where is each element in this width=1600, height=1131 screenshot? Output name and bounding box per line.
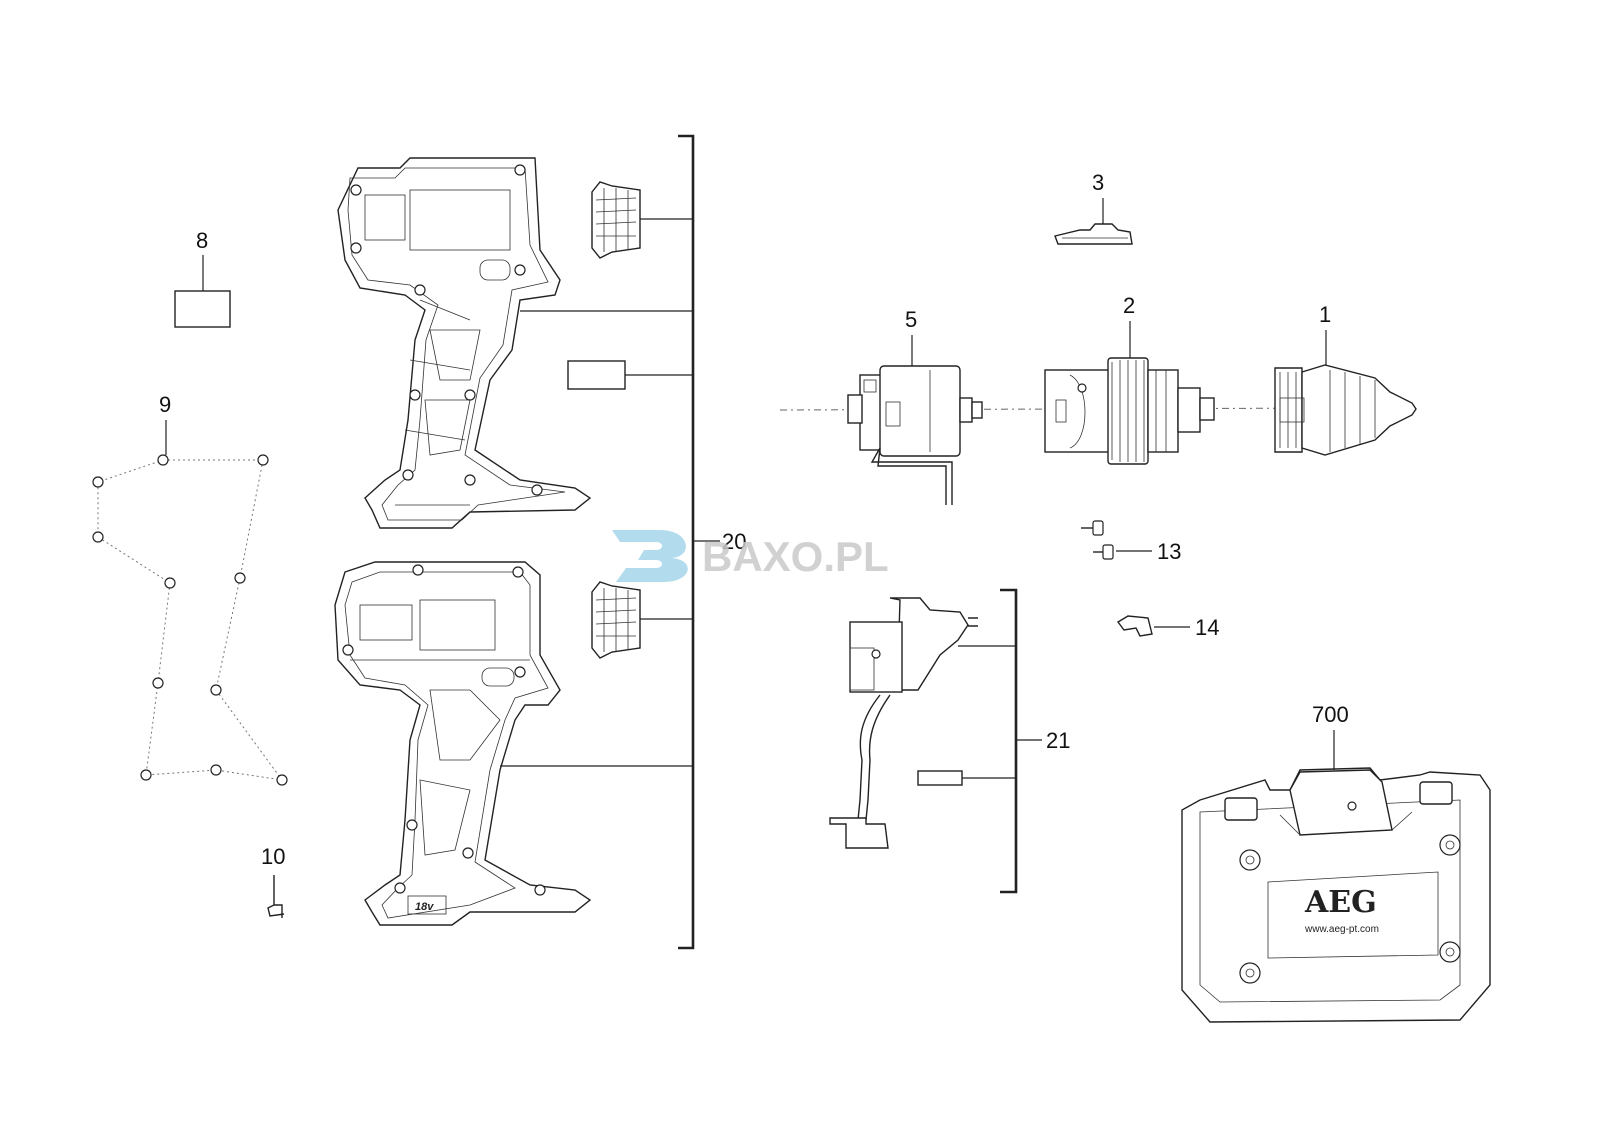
part-2-gearbox xyxy=(1044,321,1215,465)
callout-20: 20 xyxy=(722,529,746,554)
part-21-switch xyxy=(829,588,1042,894)
callout-10: 10 xyxy=(261,844,285,869)
vent-grille-upper xyxy=(591,181,641,259)
callout-21: 21 xyxy=(1046,728,1070,753)
part-3-slider xyxy=(1054,198,1133,245)
part-14-clip xyxy=(1116,615,1190,637)
callout-13: 13 xyxy=(1157,539,1181,564)
watermark-text: BAXO.PL xyxy=(702,533,889,580)
part-13-screws xyxy=(1081,520,1152,560)
callout-2: 2 xyxy=(1123,293,1135,318)
callout-3: 3 xyxy=(1092,170,1104,195)
part-700-carry-case: AEG www.aeg-pt.com xyxy=(1181,730,1491,1023)
housing-half-upper xyxy=(337,157,592,529)
watermark: BAXO.PL xyxy=(612,530,889,582)
housing-label xyxy=(567,360,626,390)
callout-1: 1 xyxy=(1319,302,1331,327)
bracket-20 xyxy=(500,134,720,950)
case-brand-logo: AEG xyxy=(1304,885,1377,920)
callout-8: 8 xyxy=(196,228,208,253)
callout-14: 14 xyxy=(1195,615,1219,640)
part-5-motor xyxy=(847,335,983,505)
housing-half-lower: 18v xyxy=(334,561,592,926)
housing-voltage-badge: 18v xyxy=(415,901,434,913)
case-brand-url: www.aeg-pt.com xyxy=(1304,924,1379,935)
part-10-clip xyxy=(267,875,285,918)
part-8-label xyxy=(174,255,231,328)
part-9-screw-set xyxy=(92,420,288,786)
callout-700: 700 xyxy=(1312,702,1349,727)
vent-grille-lower xyxy=(591,581,641,659)
watermark-logo-icon xyxy=(612,530,688,582)
callout-5: 5 xyxy=(905,307,917,332)
callout-9: 9 xyxy=(159,392,171,417)
part-1-chuck xyxy=(1274,330,1417,456)
